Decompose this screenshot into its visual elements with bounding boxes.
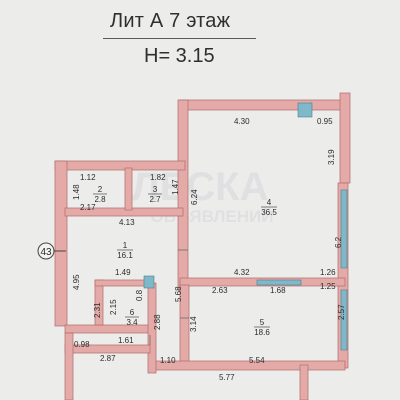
walls — [54, 92, 351, 400]
dim-1-26: 1.26 — [320, 268, 336, 277]
dim-2-31: 2.31 — [93, 302, 102, 318]
dim-1-68: 1.68 — [270, 286, 286, 295]
room-5-area: 18.6 — [254, 328, 270, 337]
wall-top-rooms-2-3 — [54, 160, 186, 171]
dim-1-10: 1.10 — [160, 356, 176, 365]
window-right-room4 — [340, 189, 348, 269]
room-3-area: 2.7 — [149, 195, 161, 204]
windows — [143, 102, 348, 351]
dim-1-61: 1.61 — [118, 336, 134, 345]
dim-1-25: 1.25 — [320, 282, 336, 291]
dim-0-95: 0.95 — [317, 117, 333, 126]
wall-top-room4 — [179, 99, 349, 111]
dim-1-48: 1.48 — [72, 184, 81, 200]
window-room6 — [143, 275, 155, 289]
dim-1-49: 1.49 — [115, 268, 131, 277]
room-6-number: 6 — [130, 308, 135, 317]
dim-2-87: 2.87 — [100, 354, 116, 363]
room-6-area: 3.4 — [126, 318, 138, 327]
room-2-number: 2 — [98, 185, 103, 194]
watermark-line-1: ЛЕСКА — [132, 165, 269, 209]
dim-1-47: 1.47 — [171, 179, 180, 195]
room-1-area: 16.1 — [117, 251, 133, 260]
dim-1-82: 1.82 — [150, 173, 166, 182]
dim-2-88: 2.88 — [153, 314, 162, 330]
dim-3-19: 3.19 — [327, 149, 336, 165]
dim-4-30: 4.30 — [234, 117, 250, 126]
door-marks — [149, 249, 189, 345]
window-middle-wall — [256, 279, 302, 286]
room-2-area: 2.8 — [94, 195, 106, 204]
axis-marker-label: 43 — [40, 247, 52, 258]
wall-lower-right — [299, 364, 309, 400]
dim-2-17: 2.17 — [80, 203, 96, 212]
wall-lower-left — [64, 332, 74, 400]
dim-2-15: 2.15 — [109, 299, 118, 315]
wall-top-room6 — [94, 279, 146, 287]
window-right-room5 — [340, 289, 348, 351]
wall-bottom-rooms-2-3 — [64, 207, 184, 217]
dim-5-54: 5.54 — [249, 356, 265, 365]
dim-5-68: 5.68 — [174, 286, 183, 302]
room-4-number: 4 — [267, 198, 272, 207]
dim-2-57: 2.57 — [337, 304, 346, 320]
dim-6-2: 6.2 — [334, 236, 343, 248]
wall-between-2-3 — [124, 167, 133, 211]
wall-bottom-room5 — [149, 360, 346, 371]
ceiling-height-label: H= 3.15 — [144, 45, 215, 67]
dimension-labels: 4.30 0.95 3.19 6.24 1.47 1.12 1.82 1.48 … — [72, 117, 346, 382]
dim-6-24: 6.24 — [190, 189, 199, 205]
room-3-number: 3 — [153, 185, 158, 194]
room-5-number: 5 — [260, 318, 265, 327]
dim-2-63: 2.63 — [212, 286, 228, 295]
room-1-number: 1 — [123, 241, 128, 250]
dim-0-8: 0.8 — [135, 289, 144, 301]
dim-3-14: 3.14 — [189, 316, 198, 332]
window-top — [297, 102, 313, 118]
title-underline — [103, 38, 256, 39]
dim-4-13: 4.13 — [119, 218, 135, 227]
room-4-area: 36.5 — [261, 208, 277, 217]
dim-4-95: 4.95 — [72, 274, 81, 290]
dim-0-98: 0.98 — [74, 340, 90, 349]
room-labels: 4 36.5 1 16.1 2 2.8 3 2.7 5 18.6 6 3.4 — [93, 185, 277, 337]
dim-5-77: 5.77 — [219, 373, 235, 382]
dim-4-32: 4.32 — [234, 268, 250, 277]
wall-left-outer — [54, 160, 68, 327]
dim-1-12: 1.12 — [80, 173, 96, 182]
plan-title: Лит А 7 этаж — [110, 10, 231, 32]
wall-right-upper — [339, 92, 351, 184]
wall-bottom-room1 — [64, 324, 156, 334]
